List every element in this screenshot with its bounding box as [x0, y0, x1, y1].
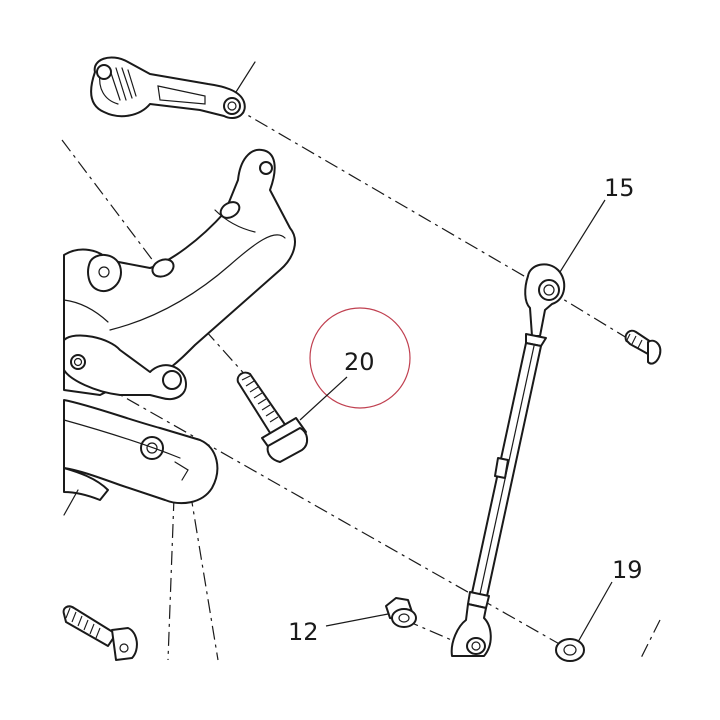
axis-line-rod-to-bolt [547, 289, 651, 353]
callout-15: 15 [604, 174, 635, 202]
leader-20 [299, 376, 348, 421]
callout-12: 12 [288, 618, 319, 646]
shift-lever-top [90, 56, 256, 120]
footrest-lower-assembly [63, 399, 219, 516]
nut-part-12 [385, 597, 417, 628]
highlight-circle [309, 307, 411, 409]
leader-12 [325, 613, 389, 627]
callout-leaders [299, 199, 613, 643]
axis-line-lower-long [79, 371, 571, 651]
axis-line-bottom-right [639, 619, 661, 661]
cap-screw-bottom-left [62, 605, 138, 661]
small-bolt-right [624, 329, 662, 365]
axis-line-diagonal-left [61, 139, 161, 271]
footrest-bracket [63, 148, 296, 400]
leader-15 [559, 199, 606, 273]
axis-line-bolt-20 [204, 329, 249, 379]
shift-rod-part-15 [450, 263, 566, 657]
bolt-part-20 [236, 371, 308, 463]
axis-line-top-link-to-rod [231, 105, 549, 291]
leader-19 [577, 581, 613, 643]
washer-part-19 [555, 638, 585, 662]
callout-19: 19 [612, 556, 643, 584]
callout-20: 20 [344, 348, 375, 376]
